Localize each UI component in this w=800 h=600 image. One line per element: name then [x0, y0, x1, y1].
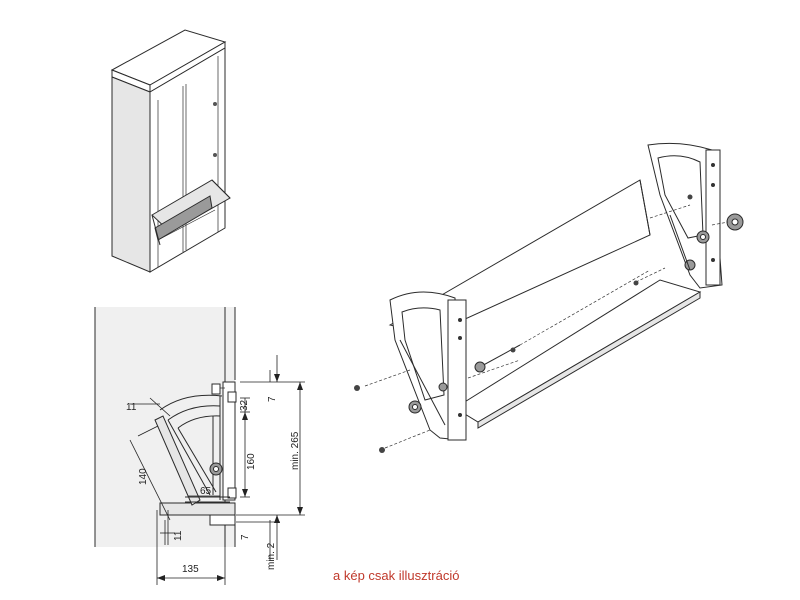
section-drawing: [94, 307, 305, 585]
dim-7-bottom: 7: [240, 534, 251, 540]
dim-140: 140: [138, 468, 149, 485]
cabinet-illustration: [110, 29, 231, 273]
exploded-view: [354, 142, 744, 453]
dim-135: 135: [182, 564, 199, 575]
dim-65: 65: [200, 486, 212, 497]
dim-11-bottom: 11: [173, 530, 184, 541]
dim-160: 160: [246, 453, 257, 470]
dim-11-top: 11: [126, 402, 137, 413]
dim-min-265: min. 265: [290, 431, 301, 470]
dim-32: 32: [239, 399, 250, 411]
dim-7-top: 7: [267, 396, 278, 402]
dim-min-2: min. 2: [266, 542, 277, 570]
caption-illustration-note: a kép csak illusztráció: [333, 568, 460, 583]
